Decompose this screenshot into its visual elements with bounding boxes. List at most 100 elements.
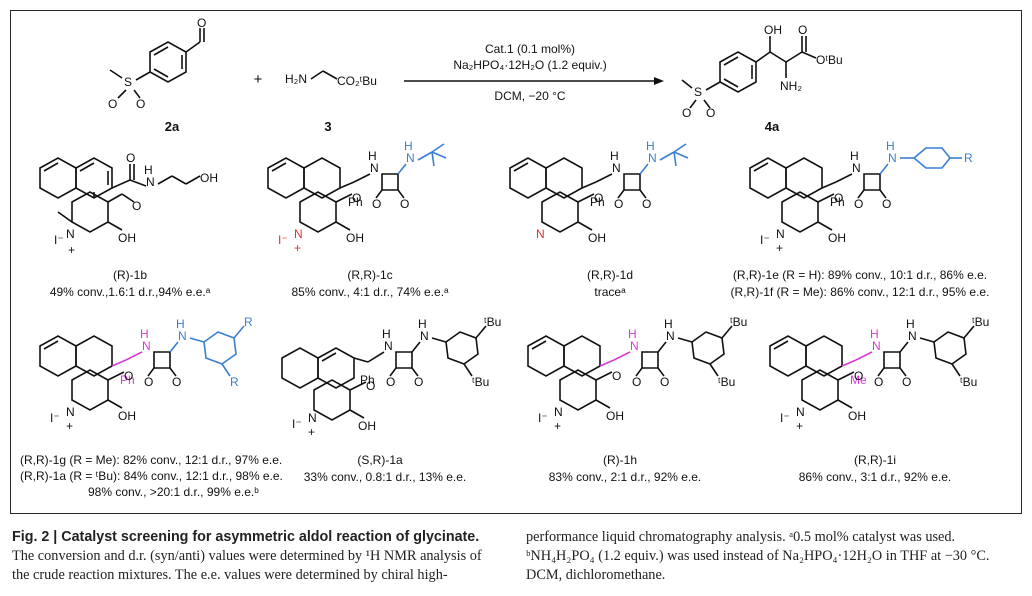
catalyst-S-R-1a-structure: Ph N H O O N H ᵗBu ᵗBu O OH N I⁻ +	[281, 315, 501, 439]
catalyst-1g-1a-structure: Ph N H O O N H R R O OH N I⁻ +	[39, 315, 253, 433]
svg-text:S: S	[694, 85, 702, 99]
svg-text:Ph: Ph	[590, 195, 605, 209]
svg-text:O: O	[352, 191, 361, 205]
svg-text:O: O	[706, 106, 715, 120]
conditions-line-1: Cat.1 (0.1 mol%)	[484, 42, 576, 56]
svg-text:O: O	[126, 151, 135, 165]
svg-text:OH: OH	[588, 231, 606, 245]
conditions-line-2: Na₂HPO₄·12H₂O (1.2 equiv.)	[453, 58, 607, 72]
svg-text:N: N	[146, 175, 155, 189]
svg-text:N: N	[142, 339, 151, 353]
svg-text:N: N	[66, 405, 75, 419]
svg-text:ᵗBu: ᵗBu	[960, 375, 977, 389]
svg-text:NH₂: NH₂	[780, 79, 802, 93]
svg-text:I⁻: I⁻	[50, 411, 60, 425]
figure-caption-right: performance liquid chromatography analys…	[526, 528, 1026, 585]
svg-text:N: N	[666, 329, 675, 343]
svg-text:N: N	[384, 339, 393, 353]
svg-text:+: +	[554, 419, 561, 433]
svg-text:N: N	[852, 161, 861, 175]
svg-text:+: +	[796, 419, 803, 433]
svg-text:H: H	[610, 149, 619, 163]
svg-text:H: H	[382, 327, 391, 341]
reactant-2a-label: 2a	[164, 119, 180, 134]
svg-text:ᵗBu: ᵗBu	[972, 315, 989, 329]
scheme-figure	[10, 10, 1022, 514]
catalyst-1e-1f-structure: Ph N H O O N H R O OH N I⁻ +	[749, 139, 973, 255]
figure-caption-left: Fig. 2 | Catalyst screening for asymmetr…	[12, 528, 490, 585]
svg-text:OH: OH	[764, 23, 782, 37]
svg-text:O: O	[414, 375, 423, 389]
catalyst-1b-name: (R)-1b	[112, 268, 147, 282]
svg-text:OH: OH	[828, 231, 846, 245]
svg-text:H: H	[906, 317, 915, 331]
svg-text:O: O	[798, 23, 807, 37]
catalyst-1i-structure: Me N H O O N H ᵗBu ᵗBu O OH N I⁻ +	[769, 315, 989, 433]
svg-text:O: O	[874, 375, 883, 389]
catalyst-1c-structure: Ph N H O O N H O OH N I⁻ +	[267, 139, 447, 255]
svg-text:N: N	[776, 227, 785, 241]
svg-text:H: H	[886, 139, 895, 153]
svg-text:N: N	[178, 329, 187, 343]
svg-text:ᵗBu: ᵗBu	[730, 315, 747, 329]
svg-text:H: H	[664, 317, 673, 331]
svg-text:N: N	[648, 151, 657, 165]
svg-text:OᵗBu: OᵗBu	[816, 53, 843, 67]
svg-text:Ph: Ph	[830, 195, 845, 209]
reactant-3-label: 3	[324, 119, 332, 134]
svg-text:O: O	[614, 197, 623, 211]
product-4a-structure: OH NH₂ O OᵗBu S O O	[681, 23, 843, 120]
svg-text:N: N	[888, 151, 897, 165]
svg-text:CO₂ᵗBu: CO₂ᵗBu	[337, 74, 377, 88]
svg-text:OH: OH	[200, 171, 218, 185]
svg-text:H: H	[176, 317, 185, 331]
svg-text:+: +	[66, 419, 73, 433]
svg-text:N: N	[796, 405, 805, 419]
catalyst-1d-result: traceᵃ	[594, 285, 626, 299]
figure-caption-title: Fig. 2 | Catalyst screening for asymmetr…	[12, 529, 480, 545]
svg-text:O: O	[854, 369, 863, 383]
svg-text:N: N	[554, 405, 563, 419]
svg-text:N: N	[406, 151, 415, 165]
conditions-line-3: DCM, −20 °C	[494, 89, 566, 103]
svg-text:OH: OH	[118, 231, 136, 245]
svg-text:ᵗBu: ᵗBu	[472, 375, 489, 389]
svg-text:H: H	[850, 149, 859, 163]
svg-text:O: O	[386, 375, 395, 389]
svg-text:O: O	[594, 191, 603, 205]
svg-text:I⁻: I⁻	[760, 233, 770, 247]
svg-text:O: O	[144, 375, 153, 389]
figure-caption-body-left: The conversion and d.r. (syn/anti) value…	[12, 548, 482, 583]
svg-text:+: +	[294, 241, 301, 255]
svg-text:H: H	[870, 327, 879, 341]
catalyst-1a-alt-line: 98% conv., >20:1 d.r., 99% e.e.ᵇ	[88, 485, 259, 499]
svg-text:O: O	[632, 375, 641, 389]
svg-text:Ph: Ph	[120, 373, 135, 387]
svg-text:+: +	[776, 241, 783, 255]
svg-text:ᵗBu: ᵗBu	[718, 375, 735, 389]
catalyst-S-R-1a-name: (S,R)-1a	[357, 453, 403, 467]
svg-text:O: O	[854, 197, 863, 211]
svg-text:N: N	[420, 329, 429, 343]
svg-text:H₂N: H₂N	[285, 72, 307, 86]
catalyst-1b-result: 49% conv.,1.6:1 d.r.,94% e.e.ᵃ	[49, 285, 211, 299]
svg-text:R: R	[230, 375, 239, 389]
svg-text:N: N	[370, 161, 379, 175]
svg-text:R: R	[244, 315, 253, 329]
svg-text:N: N	[294, 227, 303, 241]
svg-text:O: O	[197, 16, 206, 30]
svg-text:O: O	[124, 369, 133, 383]
reactant-2a-structure: O S O O	[108, 16, 206, 111]
catalyst-1h-name: (R)-1h	[602, 453, 637, 467]
catalyst-1f-line: (R,R)-1f (R = Me): 86% conv., 12:1 d.r.,…	[730, 285, 990, 299]
svg-text:N: N	[872, 339, 881, 353]
svg-text:H: H	[646, 139, 655, 153]
reaction-arrow	[404, 77, 664, 85]
catalyst-1d-name: (R,R)-1d	[586, 268, 633, 282]
svg-text:O: O	[372, 197, 381, 211]
catalyst-1i-name: (R,R)-1i	[854, 453, 896, 467]
svg-text:O: O	[834, 191, 843, 205]
svg-text:I⁻: I⁻	[54, 233, 64, 247]
svg-text:H: H	[418, 317, 427, 331]
catalyst-1c-result: 85% conv., 4:1 d.r., 74% e.e.ᵃ	[291, 285, 449, 299]
